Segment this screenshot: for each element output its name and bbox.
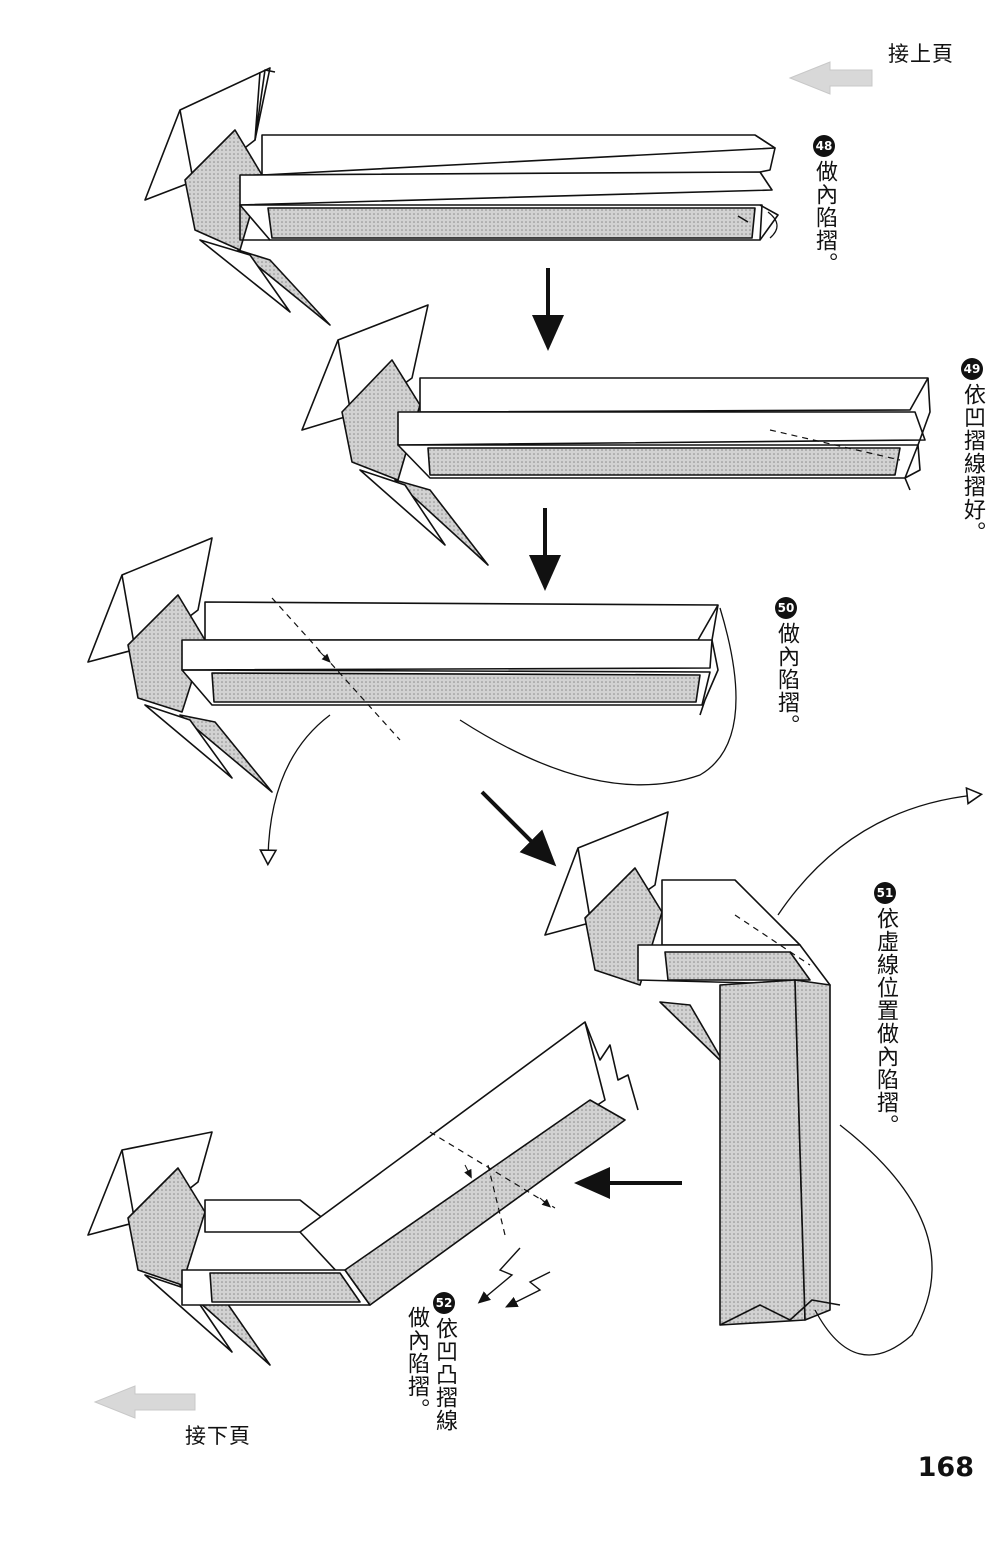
page-number: 168 bbox=[917, 1452, 974, 1483]
step-50-caption: 50 做內陷摺。 bbox=[774, 597, 799, 737]
step-52-first-column: 52 依凹凸摺線 bbox=[432, 1292, 457, 1432]
step-number-badge: 51 bbox=[874, 882, 896, 904]
step-number-badge: 50 bbox=[775, 597, 797, 619]
fold-curve-arrow-icon bbox=[777, 795, 975, 916]
zigzag-arrow-icon bbox=[504, 1271, 551, 1308]
diagonal-arrow-icon bbox=[480, 790, 557, 867]
next-page-label[interactable]: 接下頁 bbox=[185, 1424, 251, 1448]
next-page-arrow-icon[interactable] bbox=[93, 1385, 196, 1419]
step-number-badge: 49 bbox=[961, 358, 983, 380]
model-step-51 bbox=[544, 811, 841, 1326]
prev-page-arrow-icon[interactable] bbox=[788, 61, 873, 95]
step-instruction-line2: 做內陷摺。 bbox=[404, 1306, 429, 1421]
step-49-caption: 49 依凹摺線摺好。 bbox=[960, 358, 985, 544]
fold-curve-arrow-icon bbox=[814, 1124, 933, 1356]
step-48-caption: 48 做內陷摺。 bbox=[812, 135, 837, 275]
fold-curve-arrow-icon bbox=[459, 607, 737, 786]
model-step-48 bbox=[144, 67, 779, 326]
fold-curve-arrow-icon bbox=[268, 714, 331, 858]
step-number-badge: 52 bbox=[433, 1292, 455, 1314]
step-instruction: 依凹摺線摺好。 bbox=[960, 383, 985, 544]
step-51-caption: 51 依虛線位置做內陷摺。 bbox=[873, 882, 898, 1137]
step-number-badge: 48 bbox=[813, 135, 835, 157]
step-instruction-line1: 依凹凸摺線 bbox=[432, 1317, 457, 1432]
step-52-columns: 52 依凹凸摺線 做內陷摺。 bbox=[404, 1292, 457, 1432]
step-52-caption: 52 依凹凸摺線 做內陷摺。 bbox=[404, 1292, 457, 1432]
model-step-49 bbox=[301, 304, 931, 566]
step-instruction: 做內陷摺。 bbox=[774, 622, 799, 737]
prev-page-label[interactable]: 接上頁 bbox=[888, 42, 954, 66]
model-step-50 bbox=[87, 537, 719, 793]
model-step-52 bbox=[87, 1021, 639, 1366]
step-instruction: 做內陷摺。 bbox=[812, 160, 837, 275]
zigzag-arrow-icon bbox=[477, 1247, 521, 1304]
step-instruction: 依虛線位置做內陷摺。 bbox=[873, 907, 898, 1137]
